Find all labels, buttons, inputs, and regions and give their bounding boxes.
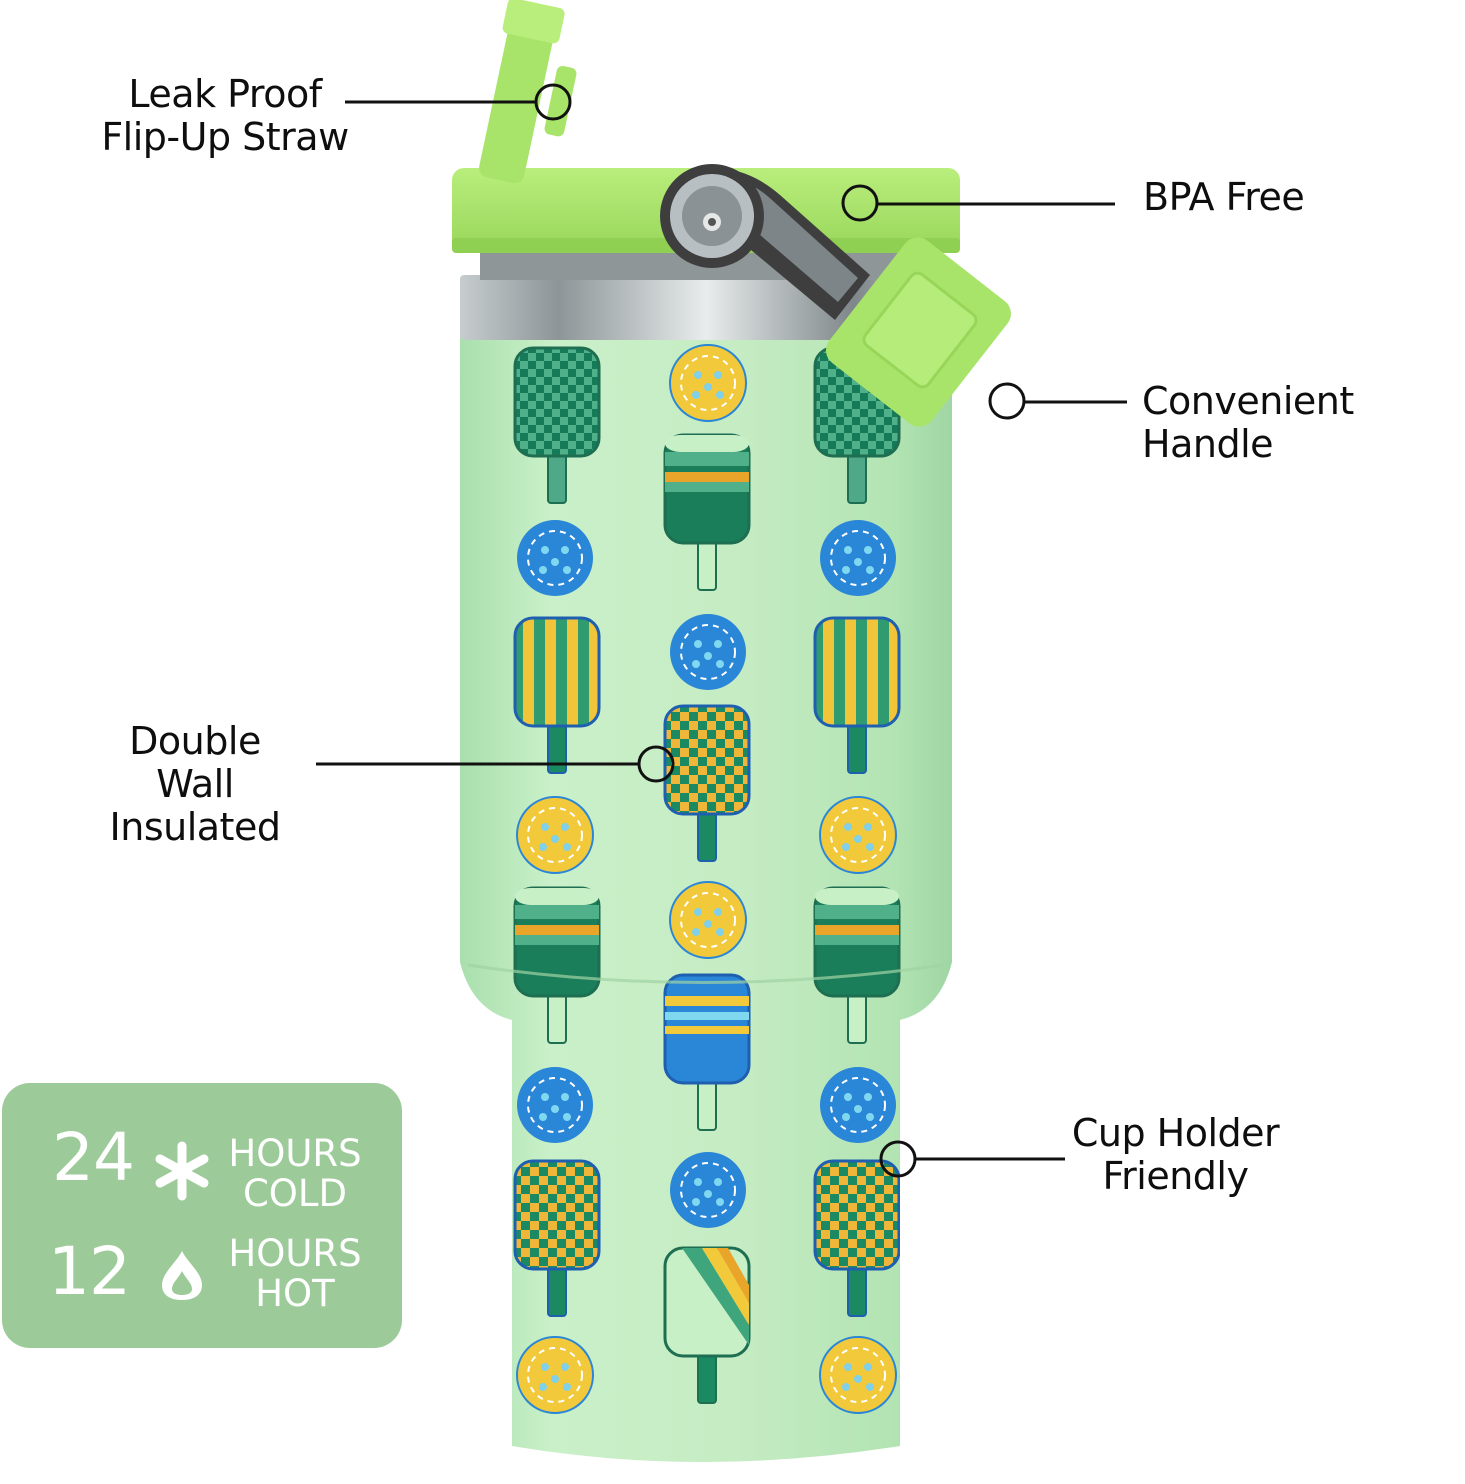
stat-cold-number: 24 [52,1119,135,1196]
snowflake-icon [155,1141,209,1201]
callout-straw-line1: Leak Proof [128,72,322,116]
callout-straw-line2: Flip-Up Straw [101,115,349,159]
stat-hot-label-bottom: HOT [255,1272,335,1315]
callout-bpa: BPA Free [1143,175,1305,219]
callout-handle: Convenient Handle [1142,380,1465,466]
callout-cupholder-line2: Friendly [1102,1154,1249,1198]
stat-cold-label-top: HOURS [228,1132,362,1175]
callout-bpa-line1: BPA Free [1143,175,1305,219]
insulation-stats-panel: 24 HOURS COLD 12 HOURS HOT [2,1083,402,1348]
flame-icon [162,1251,202,1300]
callout-straw: Leak Proof Flip-Up Straw [95,73,355,159]
callout-insulated-line1: Double Wall [129,719,261,806]
stat-hot-label-top: HOURS [228,1232,362,1275]
stat-hot-number: 12 [48,1233,131,1310]
flip-straw [479,0,577,184]
callout-lines [316,83,1127,1178]
handle [660,164,1011,427]
callout-insulated-line2: Insulated [109,805,281,849]
stat-cold-label-bottom: COLD [242,1172,348,1215]
callout-cupholder-line1: Cup Holder [1071,1111,1280,1155]
callout-handle-line1: Convenient Handle [1142,379,1354,466]
callout-cupholder: Cup Holder Friendly [1068,1112,1283,1198]
callout-insulated: Double Wall Insulated [85,720,305,849]
